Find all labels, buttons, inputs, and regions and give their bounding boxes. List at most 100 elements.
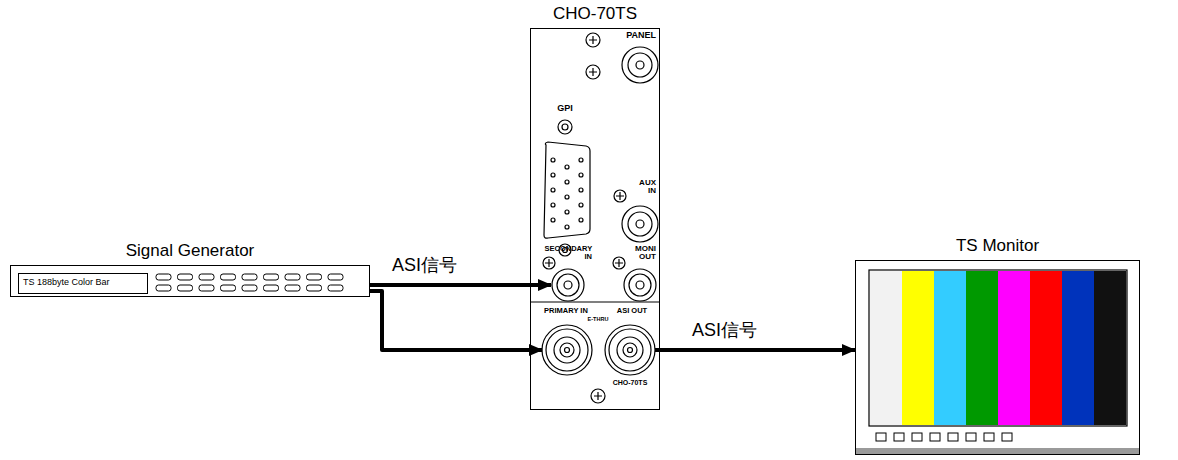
device-title: Signal Generator — [126, 241, 255, 261]
panel-screw — [591, 389, 605, 403]
drawing-circle — [605, 325, 655, 375]
dsub-pins — [551, 158, 583, 229]
generator-button — [307, 285, 322, 291]
drawing-g — [870, 271, 1126, 425]
port-label: CHO-70TS — [613, 379, 648, 386]
generator-button — [199, 285, 214, 291]
port-label: AUX IN — [639, 179, 656, 196]
monitor-button — [894, 433, 904, 441]
dsub-pin — [551, 188, 555, 192]
dsub-pin — [579, 158, 583, 162]
module-panel-box: CHO-70TS — [530, 28, 660, 410]
bnc-connector — [624, 269, 656, 301]
drawing-rect — [856, 448, 1139, 455]
dsub-pin — [565, 180, 569, 184]
drawing-circle — [622, 47, 658, 83]
generator-button — [307, 274, 322, 280]
drawing-circle — [557, 274, 579, 296]
drawing-circle — [617, 337, 643, 363]
drawing-circle — [614, 190, 626, 202]
generator-button — [328, 285, 343, 291]
drawing-path — [589, 36, 597, 44]
generator-button — [156, 285, 171, 291]
drawing-circle — [623, 343, 637, 357]
drawing-circle — [543, 257, 555, 269]
color-bar — [870, 271, 902, 425]
generator-button — [221, 285, 236, 291]
drawing-circle — [586, 33, 600, 47]
color-bar — [998, 271, 1030, 425]
drawing-circle — [628, 348, 633, 353]
monitor-box: TS Monitor — [855, 260, 1140, 455]
port-label: GPI — [557, 104, 573, 113]
drawing-circle — [552, 269, 584, 301]
monitor-button — [984, 433, 994, 441]
panel-screw — [586, 65, 600, 79]
signal-label: ASI信号 — [390, 253, 459, 277]
generator-button — [285, 274, 300, 280]
drawing-path — [589, 68, 597, 76]
drawing-path — [594, 392, 602, 400]
dsub-pin — [551, 173, 555, 177]
panel-screw — [613, 257, 625, 269]
port-label: ASI OUT — [617, 307, 647, 315]
monitor-button — [1002, 433, 1012, 441]
drawing-circle — [613, 257, 625, 269]
monitor-button — [966, 433, 976, 441]
drawing-circle — [586, 65, 600, 79]
color-bar — [966, 271, 998, 425]
display-text: TS 188byte Color Bar — [19, 274, 147, 291]
drawing-circle — [554, 337, 580, 363]
signal-arrow — [370, 291, 542, 350]
generator-button — [264, 285, 279, 291]
monitor-button — [948, 433, 958, 441]
panel-screw — [614, 190, 626, 202]
monitor-button — [876, 433, 886, 441]
drawing-circle — [628, 53, 652, 77]
bnc-connector — [552, 269, 584, 301]
generator-button — [285, 285, 300, 291]
port-label: E-THRU — [588, 317, 609, 323]
generator-button — [264, 274, 279, 280]
signal-arrow — [370, 283, 551, 287]
drawing-circle — [542, 325, 592, 375]
drawing-circle — [591, 389, 605, 403]
dsub-pin — [579, 203, 583, 207]
dsub-pin — [565, 210, 569, 214]
signal-arrow — [655, 348, 855, 352]
dsub-pin — [579, 173, 583, 177]
dsub-pin — [551, 158, 555, 162]
drawing-circle — [636, 281, 644, 289]
port-label: PRIMARY IN — [544, 307, 588, 315]
gpi-connector — [558, 120, 572, 134]
monitor-button — [912, 433, 922, 441]
drawing-circle — [628, 212, 652, 236]
generator-button — [156, 274, 171, 280]
color-bar — [1094, 271, 1126, 425]
color-bar — [902, 271, 934, 425]
port-label: SECONDARY IN — [544, 245, 592, 261]
drawing-circle — [558, 120, 572, 134]
generator-button — [199, 274, 214, 280]
drawing-path — [616, 192, 624, 200]
drawing-circle — [546, 329, 588, 371]
drawing-circle — [622, 206, 658, 242]
drawing-g — [876, 433, 1012, 441]
drawing-path — [615, 259, 623, 267]
port-label: PANEL — [626, 31, 656, 40]
drawing-circle — [560, 343, 574, 357]
generator-box: Signal GeneratorTS 188byte Color Bar — [10, 265, 370, 297]
generator-button — [242, 285, 257, 291]
drawing-circle — [609, 329, 651, 371]
dsub-pin — [551, 218, 555, 222]
bnc-connector — [622, 206, 658, 242]
bnc-connector — [605, 325, 655, 375]
dsub-pin — [579, 218, 583, 222]
generator-button — [221, 274, 236, 280]
signal-label: ASI信号 — [690, 318, 759, 342]
generator-button — [328, 274, 343, 280]
device-title: TS Monitor — [956, 236, 1039, 256]
drawing-circle — [562, 124, 568, 130]
device-title: CHO-70TS — [553, 4, 637, 24]
